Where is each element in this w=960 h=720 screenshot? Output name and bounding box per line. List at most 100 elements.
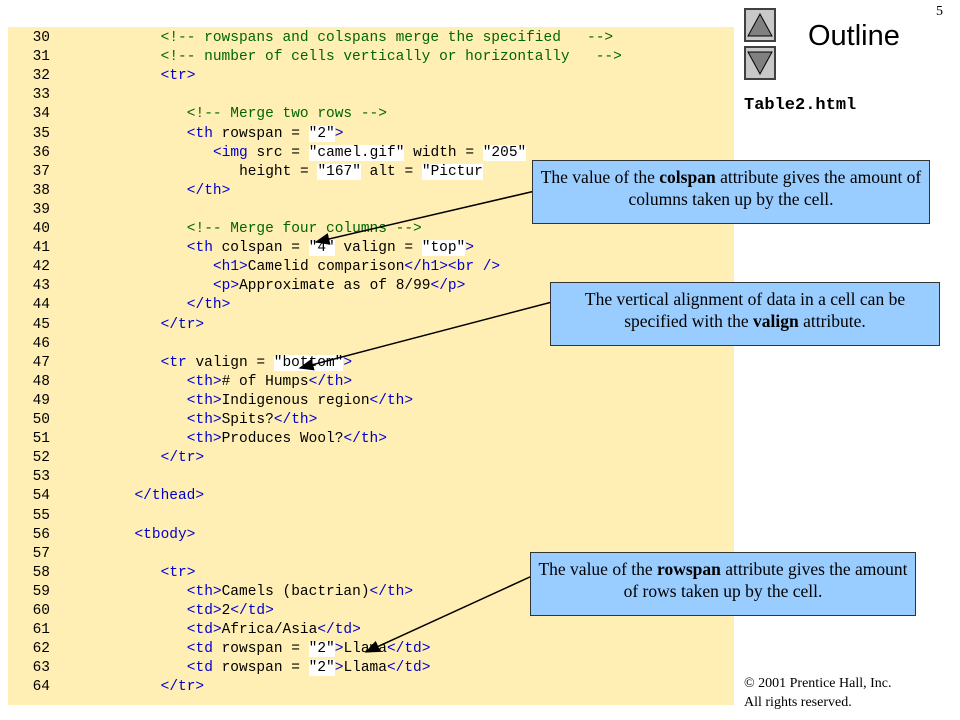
code-token-comment: <!-- Merge four columns --> xyxy=(186,221,422,237)
code-line: 45 </tr> xyxy=(8,316,734,335)
line-number: 30 xyxy=(32,30,50,46)
code-token-tag: <th> xyxy=(186,373,222,390)
code-token-tag: </th> xyxy=(369,392,414,409)
code-token-tag: </td> xyxy=(230,603,274,619)
triangle-down-icon xyxy=(747,51,773,76)
code-text: </th> xyxy=(187,182,231,201)
code-token-attr: alt = xyxy=(360,163,422,180)
code-token-attr: width = xyxy=(404,144,483,161)
code-token-attr: colspan = xyxy=(221,240,309,257)
callout-colspan: The value of the colspan attribute gives… xyxy=(532,160,930,224)
previous-slide-button[interactable] xyxy=(744,8,776,42)
line-number: 59 xyxy=(32,583,50,600)
line-number: 44 xyxy=(32,297,50,314)
code-line: 30 <!-- rowspans and colspans merge the s… xyxy=(8,29,734,48)
code-token-tag: <th> xyxy=(186,412,222,428)
code-text: <!-- number of cells vertically or horiz… xyxy=(161,48,622,67)
code-line: 59 <th>Camels (bactrian)</th> xyxy=(8,583,734,602)
code-token-text: Approximate as of 8/99 xyxy=(239,278,431,295)
code-text: <tbody> xyxy=(134,526,195,545)
code-token-attr: valign = xyxy=(195,354,274,371)
code-token-tag: </thead> xyxy=(134,488,205,505)
code-line: 49<th>Indigenous region</th> xyxy=(8,392,734,411)
line-number: 57 xyxy=(32,545,50,562)
code-token-tag: <th> xyxy=(186,583,222,600)
code-token-tag: > xyxy=(343,354,353,371)
code-text: <th colspan = "4" valign = "top"> xyxy=(187,239,474,258)
code-token-tag: </h1><br /> xyxy=(404,259,501,276)
outline-label: Outline xyxy=(808,20,900,52)
line-number: 60 xyxy=(32,603,50,619)
line-number: 52 xyxy=(32,450,50,467)
code-token-tag: </tr> xyxy=(160,679,205,696)
line-number: 45 xyxy=(32,316,50,333)
callout-valign: The vertical alignment of data in a cell… xyxy=(550,282,940,346)
line-number: 42 xyxy=(32,259,50,276)
code-text: <tr> xyxy=(161,564,196,583)
code-token-tag: <tr> xyxy=(160,564,196,581)
code-text: <!-- Merge four columns --> xyxy=(187,220,422,239)
code-line: 36 <img src = "camel.gif" width = "205" xyxy=(8,144,734,163)
code-line: 61<td>Africa/Asia</td> xyxy=(8,621,734,640)
code-token-tag: <td xyxy=(186,641,222,658)
code-line: 43<p>Approximate as of 8/99</p> xyxy=(8,277,734,296)
triangle-up-icon xyxy=(747,12,773,37)
code-text: <img src = "camel.gif" width = "205" xyxy=(213,144,527,163)
line-number: 53 xyxy=(32,469,50,486)
code-token-str: "camel.gif" xyxy=(308,144,405,161)
code-token-text: Spits? xyxy=(221,412,274,428)
code-text: <th>Spits?</th> xyxy=(187,411,318,430)
code-token-text: Produces Wool? xyxy=(221,431,344,448)
line-number: 36 xyxy=(32,144,50,161)
code-line: 51<th>Produces Wool?</th> xyxy=(8,430,734,449)
code-line: 48 <th># of Humps</th> xyxy=(8,373,734,392)
line-number: 33 xyxy=(32,87,50,104)
line-number: 48 xyxy=(32,373,50,390)
code-token-tag: <tr xyxy=(160,354,196,371)
callout-rowspan-text-1: The value of the xyxy=(538,559,658,579)
code-token-tag: <th> xyxy=(186,392,222,409)
line-number: 58 xyxy=(32,564,50,581)
code-token-tag: </p> xyxy=(430,278,466,295)
code-line: 62<td rowspan = "2">Llama</td> xyxy=(8,640,734,659)
code-text: <td rowspan = "2">Llama</td> xyxy=(186,659,430,678)
code-token-tag: <td xyxy=(186,660,222,677)
code-token-text: Llama xyxy=(343,641,387,658)
code-line: 35<th rowspan = "2"> xyxy=(8,125,734,144)
code-token-tag: </th> xyxy=(343,431,387,448)
code-text: height = "167" alt = "Pictur xyxy=(239,163,483,182)
callout-colspan-text-2: attribute gives the amount of columns ta… xyxy=(628,167,922,209)
code-listing: 30 <!-- rowspans and colspans merge the s… xyxy=(8,27,734,705)
copyright-line-2: All rights reserved. xyxy=(744,695,852,710)
code-token-attr: valign = xyxy=(334,240,422,257)
code-line: 46 xyxy=(8,335,734,354)
code-token-tag: </td> xyxy=(386,641,431,658)
line-number: 41 xyxy=(32,240,50,257)
callout-valign-text-2: attribute. xyxy=(798,311,866,331)
code-token-tag: <td> xyxy=(186,622,222,639)
code-text: <th># of Humps</th> xyxy=(187,373,352,392)
code-token-str: "205" xyxy=(482,144,527,161)
code-token-attr: rowspan = xyxy=(221,125,309,142)
copyright: © 2001 Prentice Hall, Inc. All rights re… xyxy=(744,674,892,712)
copyright-line-1: © 2001 Prentice Hall, Inc. xyxy=(744,676,892,691)
code-line: 55 xyxy=(8,507,734,526)
code-text: <!-- Merge two rows --> xyxy=(187,105,387,124)
code-text: <tr valign = "bottom"> xyxy=(161,354,352,373)
code-line: 34<!-- Merge two rows --> xyxy=(8,105,734,124)
code-text: <th>Camels (bactrian)</th> xyxy=(187,583,413,602)
code-line: 57 xyxy=(8,545,734,564)
code-token-attr: src = xyxy=(256,144,309,161)
line-number: 55 xyxy=(32,507,50,524)
code-token-attr: rowspan = xyxy=(221,641,309,658)
code-line: 31<!-- number of cells vertically or hor… xyxy=(8,48,734,67)
code-token-str: "2" xyxy=(308,125,335,142)
code-text: </tr> xyxy=(161,316,205,335)
code-token-attr: rowspan = xyxy=(221,660,309,677)
code-token-tag: </th> xyxy=(186,297,231,314)
next-slide-button[interactable] xyxy=(744,46,776,80)
code-token-comment: <!-- rowspans and colspans merge the spe… xyxy=(160,30,614,46)
code-token-text: Indigenous region xyxy=(221,392,370,409)
code-line: 52</tr> xyxy=(8,449,734,468)
